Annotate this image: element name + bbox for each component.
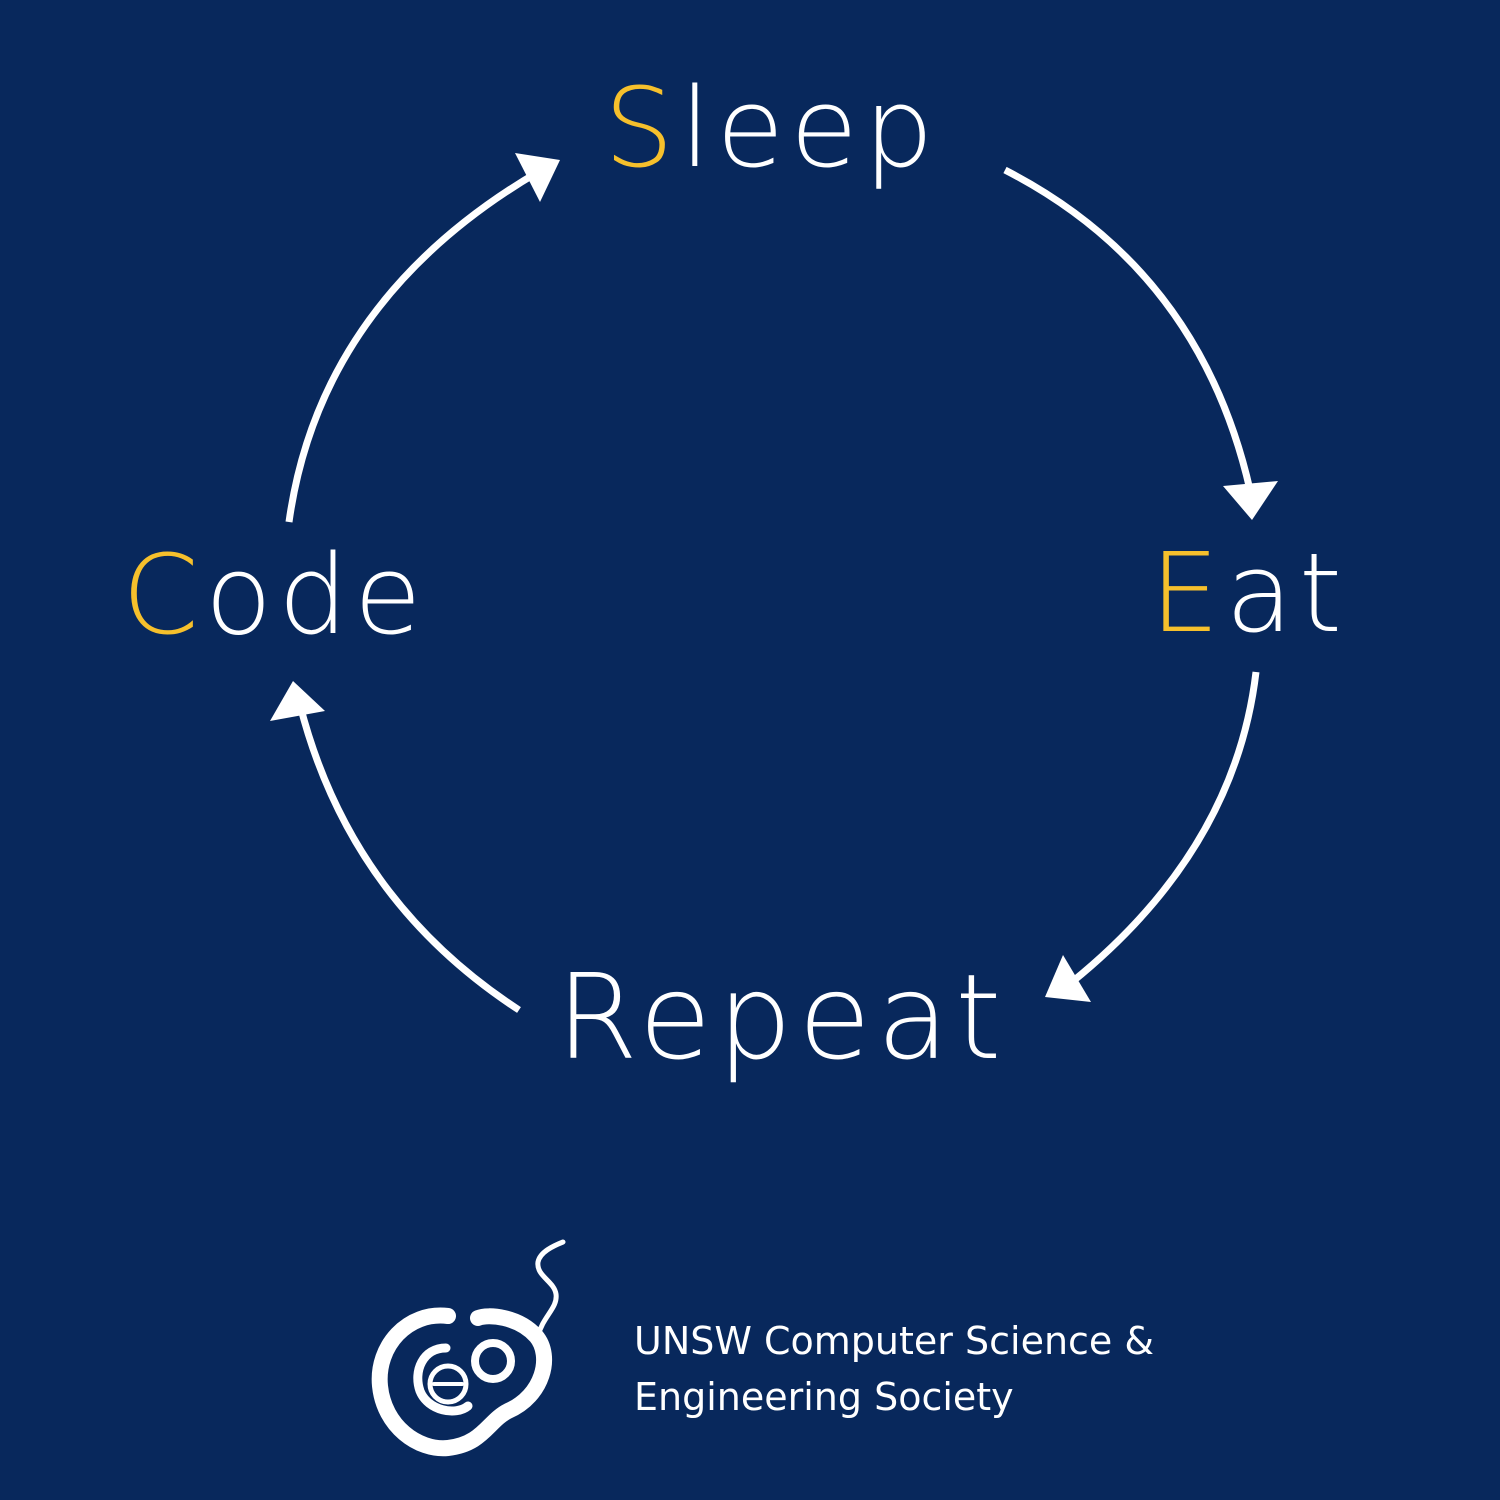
step-repeat: Repeat — [556, 958, 1007, 1076]
step-repeat-initial: R — [556, 948, 639, 1086]
arrowhead-code — [270, 681, 325, 721]
step-code-rest: ode — [204, 531, 428, 659]
step-sleep: Sleep — [604, 73, 940, 183]
arrow-eat-to-repeat — [1069, 671, 1260, 985]
step-code: Code — [122, 540, 428, 650]
arrow-sleep-to-eat — [1003, 166, 1254, 491]
step-sleep-initial: S — [604, 64, 680, 192]
step-sleep-rest: leep — [679, 64, 940, 192]
arrow-repeat-to-code — [296, 704, 521, 1013]
csesoc-logo-icon — [371, 1239, 566, 1457]
society-name: UNSW Computer Science & Engineering Soci… — [634, 1313, 1154, 1425]
step-eat-rest: at — [1225, 529, 1349, 657]
step-eat-initial: E — [1150, 529, 1226, 657]
arrowhead-eat — [1223, 481, 1278, 520]
step-repeat-rest: epeat — [638, 948, 1008, 1086]
arrowhead-sleep — [515, 153, 560, 202]
arrow-code-to-sleep — [285, 168, 540, 523]
society-name-line-1: UNSW Computer Science & — [634, 1319, 1155, 1363]
step-code-initial: C — [122, 531, 205, 659]
arrowhead-repeat — [1045, 955, 1091, 1002]
step-eat: Eat — [1150, 538, 1348, 648]
society-name-line-2: Engineering Society — [634, 1375, 1014, 1419]
